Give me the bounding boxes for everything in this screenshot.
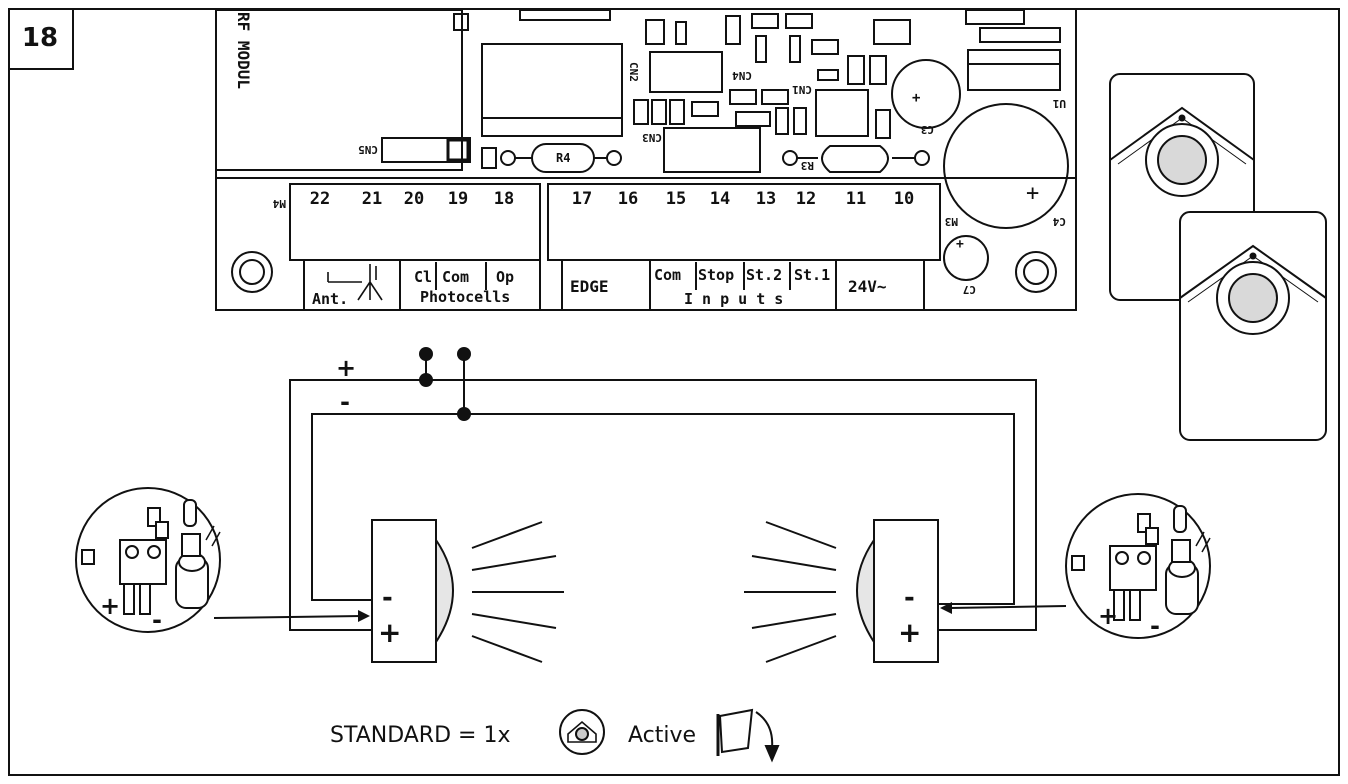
rx-beam-lines [744, 521, 837, 663]
terminal-number: 16 [618, 189, 638, 209]
r3-label: R3 [801, 159, 814, 172]
terminal-number: 15 [666, 189, 686, 209]
wire-plus [289, 379, 1037, 631]
wire-junctions [419, 347, 471, 421]
rx-minus-label: - [904, 583, 915, 613]
c4-polarity-mark: + [1026, 181, 1039, 206]
m3-label: M3 [945, 215, 958, 228]
wire-plus-label: + [336, 354, 356, 382]
caption: STANDARD = 1x Active [330, 708, 780, 763]
remote-button-icon [559, 709, 605, 755]
capacitor-c4 [943, 103, 1069, 229]
cn2-label: CN2 [627, 62, 640, 82]
r4-label: R4 [556, 151, 570, 165]
cn5-connector [381, 137, 471, 163]
m4-label: M4 [272, 197, 286, 210]
c7-polarity-mark: + [956, 237, 964, 252]
label-com-inputs: Com [654, 266, 681, 284]
label-op: Op [496, 268, 514, 286]
resistor-r3 [821, 145, 889, 173]
arrow-right-connection [949, 605, 1067, 609]
terminal-number: 10 [894, 189, 914, 209]
cn3-label: CN3 [642, 131, 662, 144]
caption-standard: STANDARD = 1x [330, 723, 510, 748]
terminal-numbers-right: 17 16 15 14 13 12 11 10 [572, 189, 914, 209]
cn5-label: CN5 [358, 143, 378, 156]
photocell-receiver [744, 519, 939, 663]
detail-left-plus: + [100, 592, 120, 620]
label-edge: EDGE [570, 277, 609, 296]
photocell-transmitter [371, 519, 564, 663]
cn4-label: CN4 [732, 69, 752, 82]
label-st2: St.2 [746, 266, 782, 284]
label-inputs: I n p u t s [684, 290, 783, 308]
figure-number: 18 [8, 8, 74, 70]
gate-active-icon [716, 708, 780, 763]
terminal-block-left [289, 183, 541, 261]
terminal-number: 14 [710, 189, 730, 209]
label-24v: 24V~ [848, 277, 887, 296]
c4-label: C4 [1052, 215, 1066, 228]
label-photocells: Photocells [420, 288, 510, 306]
figure-frame [8, 8, 1340, 776]
terminal-number: 12 [796, 189, 816, 209]
label-com-photocells: Com [442, 268, 469, 286]
terminal-block-right [547, 183, 941, 261]
tx-minus-label: - [382, 583, 393, 613]
rf-module-label: RF MODUL [234, 12, 253, 89]
wire-minus [311, 413, 1015, 605]
detail-right-plus: + [1098, 602, 1118, 630]
capacitor-c7 [943, 235, 989, 281]
tx-plus-label: + [378, 616, 401, 649]
terminal-number: 18 [494, 189, 514, 209]
capacitor-c3 [891, 59, 961, 129]
rx-plus-label: + [898, 616, 921, 649]
detail-left-minus: - [152, 606, 162, 634]
detail-right-minus: - [1150, 612, 1160, 640]
c7-label: C7 [963, 283, 976, 296]
remote-controls [1109, 73, 1327, 441]
tx-beam-lines [471, 521, 564, 663]
label-stop: Stop [698, 266, 734, 284]
terminal-number: 20 [404, 189, 424, 209]
c3-label: C3 [921, 123, 934, 136]
arrow-left-connection [213, 615, 363, 619]
relay-block [481, 43, 623, 137]
cn2-chip [649, 51, 723, 93]
arrow-right-head [940, 602, 952, 614]
remote-front [1179, 211, 1327, 441]
wire-minus-label: - [340, 388, 350, 416]
detail-circle-left [75, 487, 221, 633]
c3-polarity-mark: + [912, 90, 920, 106]
terminal-number: 19 [448, 189, 468, 209]
control-board [215, 9, 1077, 311]
rf-module [215, 9, 463, 171]
terminal-number: 22 [310, 189, 330, 209]
cn1-label: CN1 [792, 83, 812, 96]
u1-regulator [967, 49, 1061, 91]
label-st1: St.1 [794, 266, 830, 284]
arrow-left-head [358, 610, 370, 622]
terminal-number: 11 [846, 189, 866, 209]
terminal-number: 17 [572, 189, 592, 209]
label-ant: Ant. [312, 290, 348, 308]
board-labels: RF MODUL CN5 CN2 CN4 CN1 CN3 R4 R3 C3 U1… [234, 12, 1066, 308]
detail-circle-right [1065, 493, 1211, 639]
cn3-chip [663, 127, 761, 173]
terminal-number: 21 [362, 189, 382, 209]
terminal-numbers-left: 22 21 20 19 18 [310, 189, 514, 209]
u1-label: U1 [1052, 97, 1066, 110]
caption-active: Active [628, 723, 696, 748]
label-cl: Cl [414, 268, 432, 286]
terminal-number: 13 [756, 189, 776, 209]
